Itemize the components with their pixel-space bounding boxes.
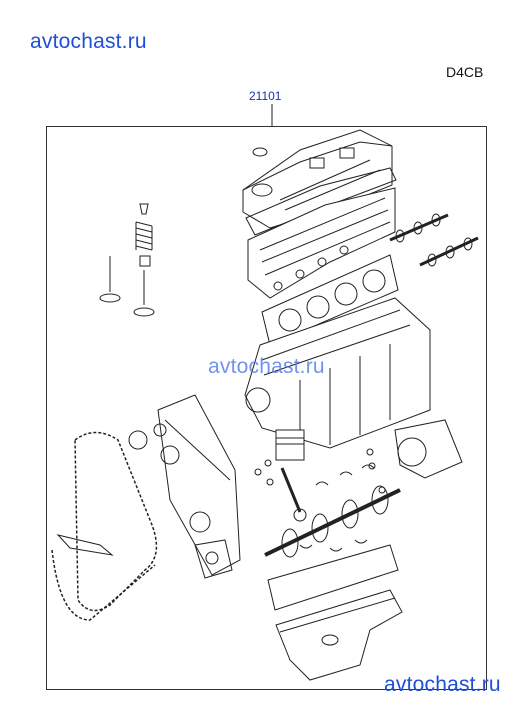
drive-chain xyxy=(51,549,156,621)
connecting-rod xyxy=(280,467,307,522)
cover-gasket xyxy=(245,167,397,236)
assembly-frame xyxy=(46,126,487,690)
cylinder-head-gasket xyxy=(261,254,399,346)
part-number-label[interactable]: 21101 xyxy=(249,89,282,103)
oil-pan xyxy=(275,589,403,681)
cylinder-block xyxy=(244,297,431,449)
crankshaft xyxy=(264,485,401,558)
timing-cover xyxy=(157,394,241,576)
watermark-top[interactable]: avtochast.ru xyxy=(30,30,147,53)
chain-guide xyxy=(56,534,114,556)
oil-filler-oring xyxy=(252,147,268,157)
exhaust-valve xyxy=(133,270,155,317)
oil-pump xyxy=(194,539,233,579)
camshaft-exhaust xyxy=(419,236,479,267)
watermark-middle[interactable]: avtochast.ru xyxy=(208,355,325,378)
bolts xyxy=(254,448,386,494)
bearing-cap-ladder xyxy=(267,544,399,611)
main-bearings xyxy=(299,464,375,552)
crank-sprocket xyxy=(189,511,211,533)
valve-spring xyxy=(135,221,153,251)
cylinder-head xyxy=(247,187,396,299)
timing-chain xyxy=(74,431,158,612)
intake-valve xyxy=(99,256,121,303)
camshaft-intake xyxy=(389,213,449,243)
rear-oil-seal-housing xyxy=(394,419,463,479)
valve-seal xyxy=(139,255,151,267)
engine-code-label: D4CB xyxy=(446,64,484,80)
watermark-bottom[interactable]: avtochast.ru xyxy=(384,673,501,696)
cam-sprockets xyxy=(128,423,180,465)
piston xyxy=(275,429,305,461)
valve-keepers xyxy=(139,203,149,215)
